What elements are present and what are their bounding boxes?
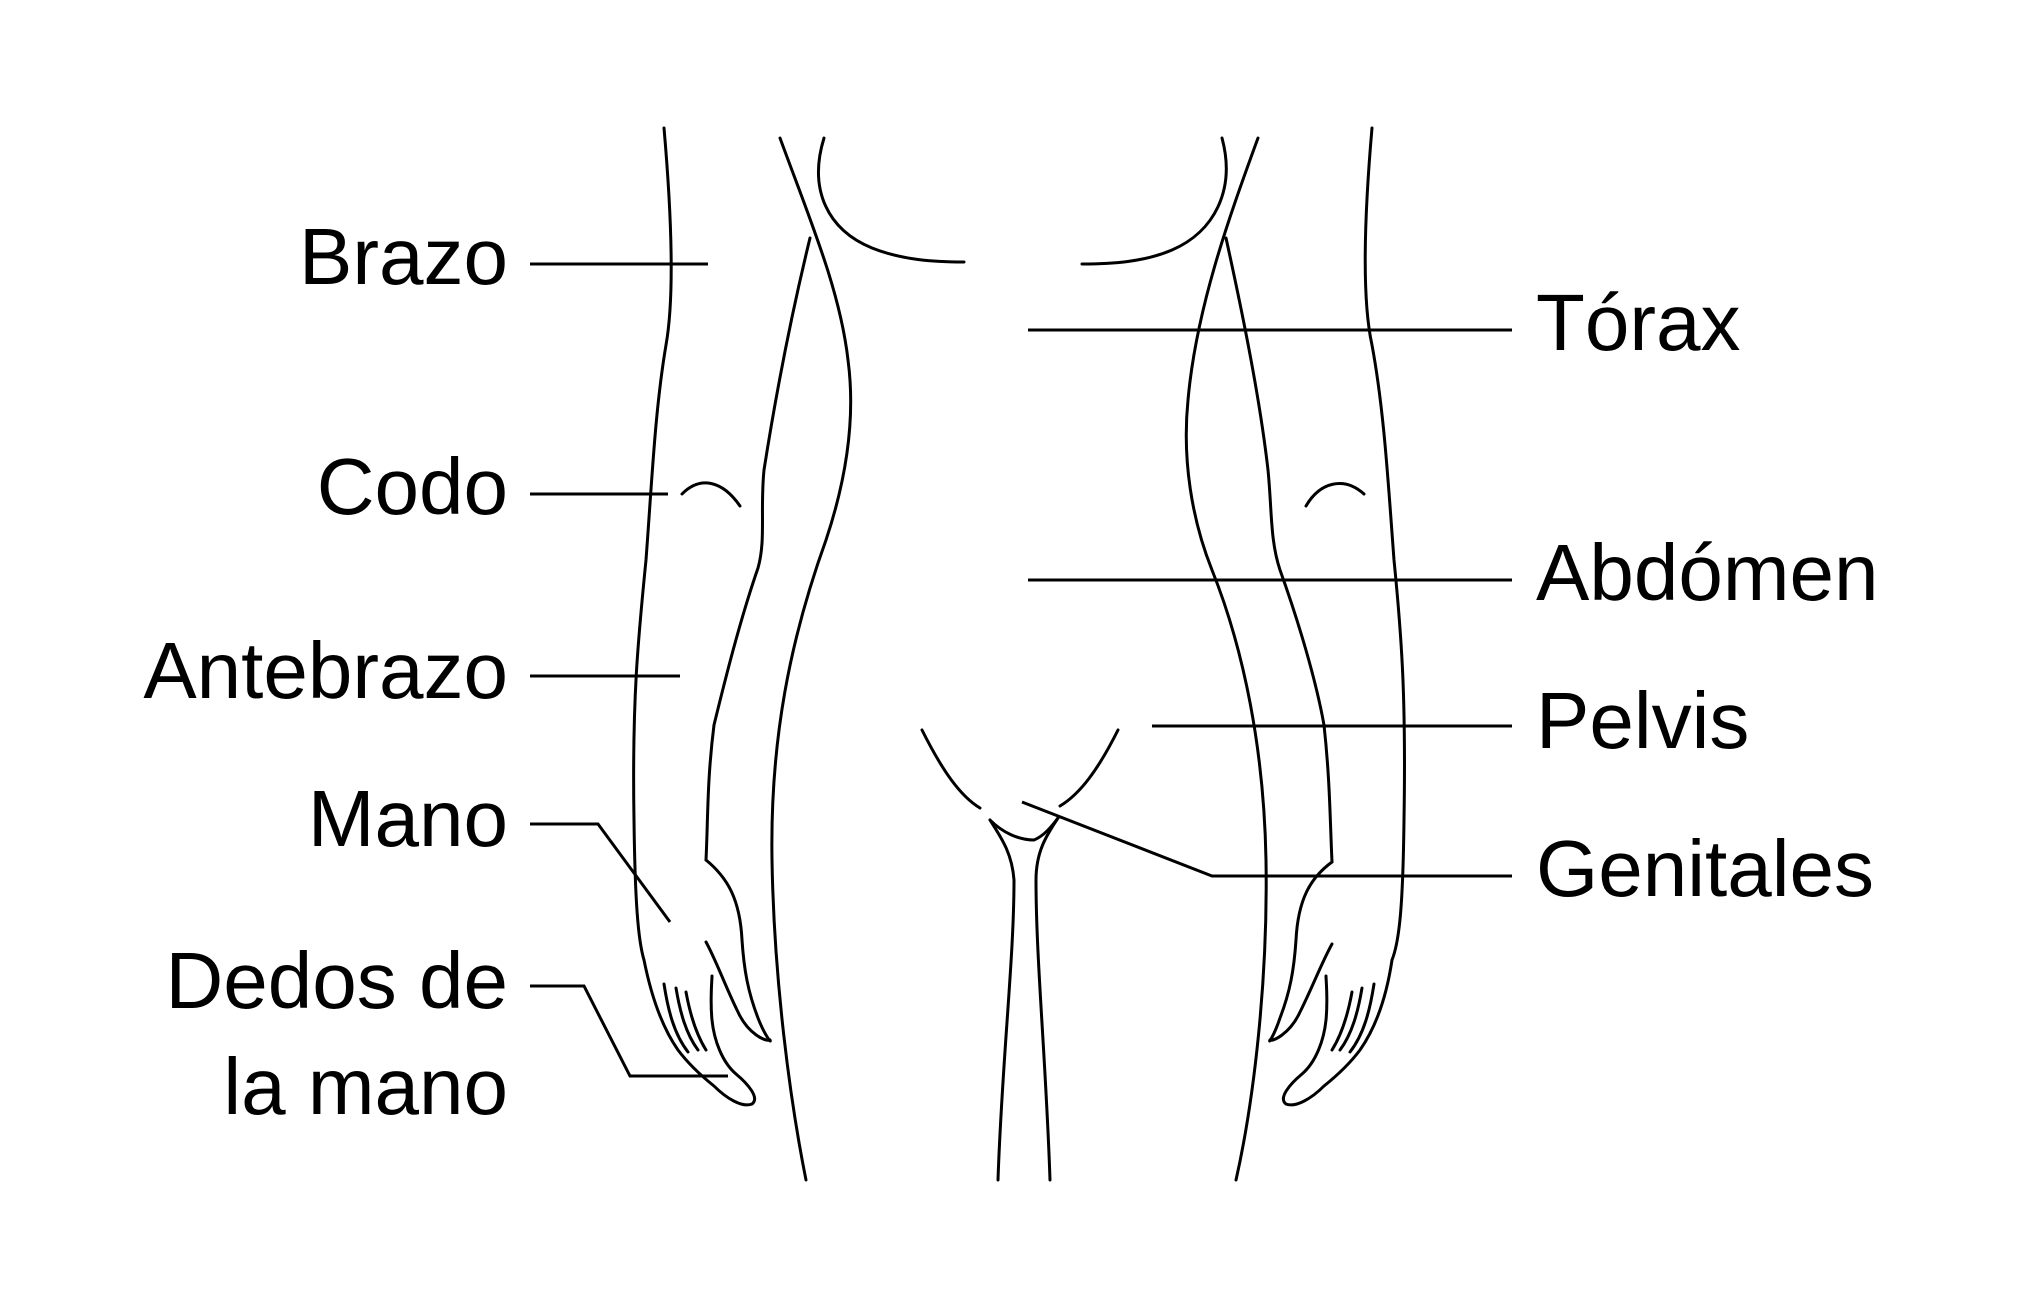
labels-right: Tórax Abdómen Pelvis Genitales [1536, 278, 1878, 913]
genitales-leader [1021, 800, 1512, 878]
right-finger-line-2 [1338, 986, 1364, 1052]
right-hand [1268, 860, 1334, 1043]
leader-lines [530, 262, 1512, 1078]
right-groin-curve [1058, 728, 1120, 808]
mano-leader [530, 822, 672, 923]
left-inner-thigh [988, 818, 1016, 1182]
labels-left: Brazo Codo Antebrazo Mano Dedos de la ma… [143, 212, 508, 1131]
right-arm-inner-edge [1224, 236, 1334, 864]
left-arm-outer-edge [632, 126, 673, 962]
left-arm-inner-edge [704, 236, 812, 862]
right-inner-thigh [1034, 816, 1060, 1182]
right-fingers [1281, 958, 1394, 1107]
right-finger-line-1 [1348, 982, 1376, 1054]
label-codo: Codo [317, 442, 508, 531]
label-mano: Mano [308, 774, 508, 863]
label-torax: Tórax [1536, 278, 1741, 367]
left-torso-side [770, 136, 853, 1182]
label-dedos-line2: la mano [223, 1042, 508, 1131]
label-abdomen: Abdómen [1536, 528, 1878, 617]
left-groin-curve [920, 728, 982, 810]
label-pelvis: Pelvis [1536, 676, 1749, 765]
right-torso-side [1184, 136, 1268, 1182]
left-finger-line-2 [674, 986, 700, 1052]
left-finger-line-1 [662, 982, 690, 1054]
body-outline [632, 126, 1407, 1182]
left-fingers [642, 958, 757, 1107]
left-breast [817, 136, 966, 264]
right-elbow-crease [1304, 482, 1366, 508]
right-thumb [1268, 942, 1334, 1042]
left-hand [704, 858, 772, 1043]
left-elbow-crease [680, 481, 742, 508]
label-dedos-line1: Dedos de [166, 936, 508, 1025]
label-brazo: Brazo [299, 212, 508, 301]
right-finger-line-3 [1330, 990, 1354, 1052]
right-arm-outer-edge [1363, 126, 1407, 962]
right-breast [1080, 136, 1228, 266]
label-antebrazo: Antebrazo [143, 626, 508, 715]
label-genitales: Genitales [1536, 824, 1874, 913]
left-thumb [704, 940, 772, 1042]
left-finger-line-3 [684, 990, 708, 1052]
dedos-leader [530, 984, 728, 1078]
